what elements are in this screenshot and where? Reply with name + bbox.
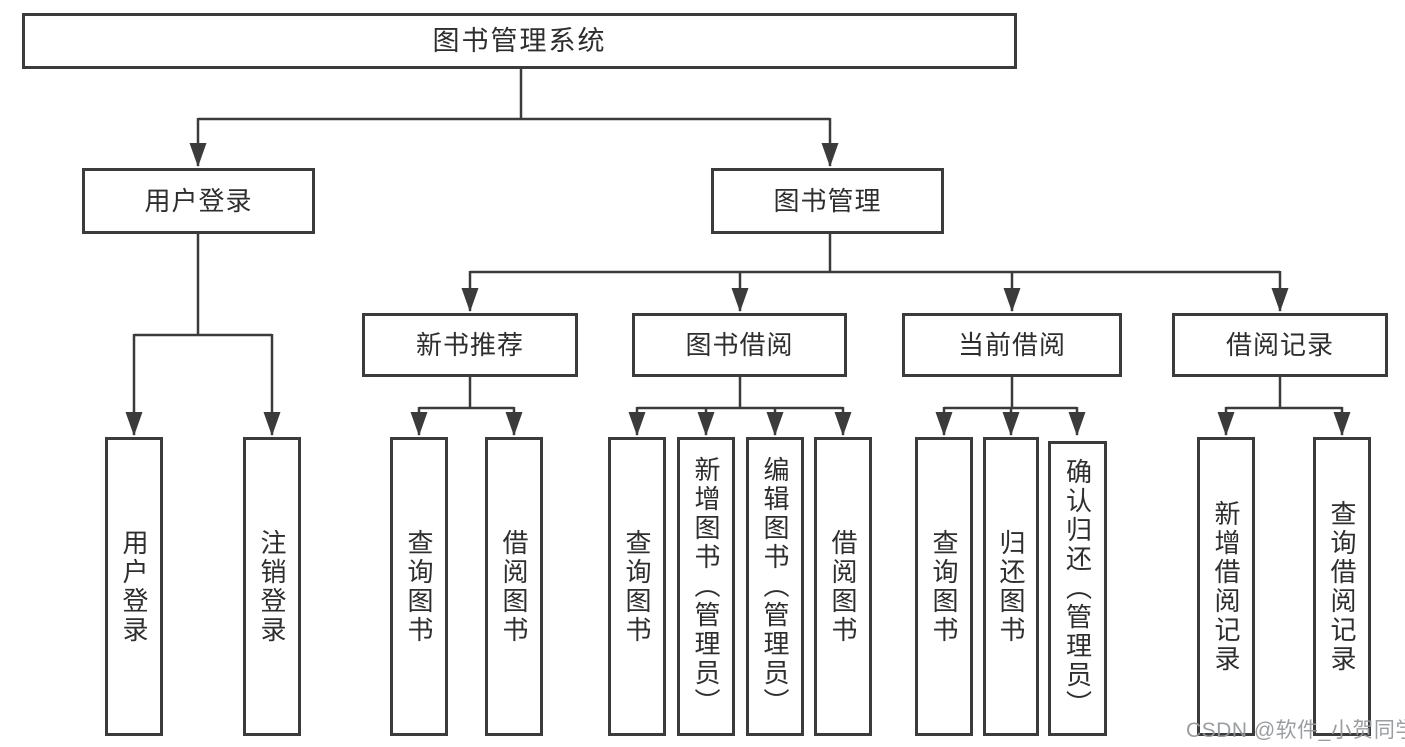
node-label: 查询借阅记录 [1327, 499, 1357, 674]
leaf-add-borrow-record: 新增借阅记录 [1197, 437, 1255, 736]
leaf-return-book: 归还图书 [983, 437, 1039, 736]
node-label: 图书借阅 [685, 330, 794, 360]
node-label: 借阅记录 [1225, 330, 1334, 360]
node-book-management: 图书管理 [711, 168, 944, 234]
node-label: 确认归还（管理员） [1062, 458, 1093, 719]
node-label: 图书管理 [773, 186, 882, 216]
node-label: 新增图书（管理员） [691, 456, 721, 717]
node-label: 用户登录 [119, 528, 149, 645]
node-label: 查询图书 [929, 528, 959, 645]
node-label: 新增借阅记录 [1211, 499, 1241, 674]
node-label: 注销登录 [257, 528, 287, 645]
node-label: 新书推荐 [415, 330, 524, 360]
watermark: CSDN @软件_小贺同学 [1186, 719, 1405, 742]
node-label: 归还图书 [996, 528, 1026, 645]
leaf-query-borrow-record: 查询借阅记录 [1313, 437, 1371, 736]
node-label: 借阅图书 [828, 528, 858, 645]
leaf-query-books-borrow: 查询图书 [608, 437, 666, 736]
node-user-login: 用户登录 [82, 168, 315, 234]
node-current-borrowing: 当前借阅 [902, 313, 1122, 377]
node-book-borrowing: 图书借阅 [632, 313, 847, 377]
leaf-user-login: 用户登录 [105, 437, 163, 736]
leaf-borrow-books-recommend: 借阅图书 [485, 437, 543, 736]
node-borrowing-records: 借阅记录 [1172, 313, 1388, 377]
node-library-management-system: 图书管理系统 [22, 13, 1017, 69]
leaf-borrow-books: 借阅图书 [814, 437, 872, 736]
leaf-query-books-recommend: 查询图书 [390, 437, 448, 736]
leaf-logout: 注销登录 [243, 437, 301, 736]
leaf-edit-book-admin: 编辑图书（管理员） [746, 437, 804, 736]
node-label: 图书管理系统 [432, 25, 607, 56]
node-label: 编辑图书（管理员） [760, 456, 790, 717]
leaf-query-books-current: 查询图书 [915, 437, 973, 736]
node-label: 查询图书 [622, 528, 652, 645]
node-label: 当前借阅 [957, 330, 1066, 360]
node-label: 借阅图书 [499, 528, 529, 645]
node-label: 查询图书 [404, 528, 434, 645]
node-new-book-recommendation: 新书推荐 [362, 313, 578, 377]
leaf-add-book-admin: 新增图书（管理员） [677, 437, 735, 736]
node-label: 用户登录 [144, 186, 253, 216]
leaf-confirm-return-admin: 确认归还（管理员） [1048, 441, 1107, 736]
